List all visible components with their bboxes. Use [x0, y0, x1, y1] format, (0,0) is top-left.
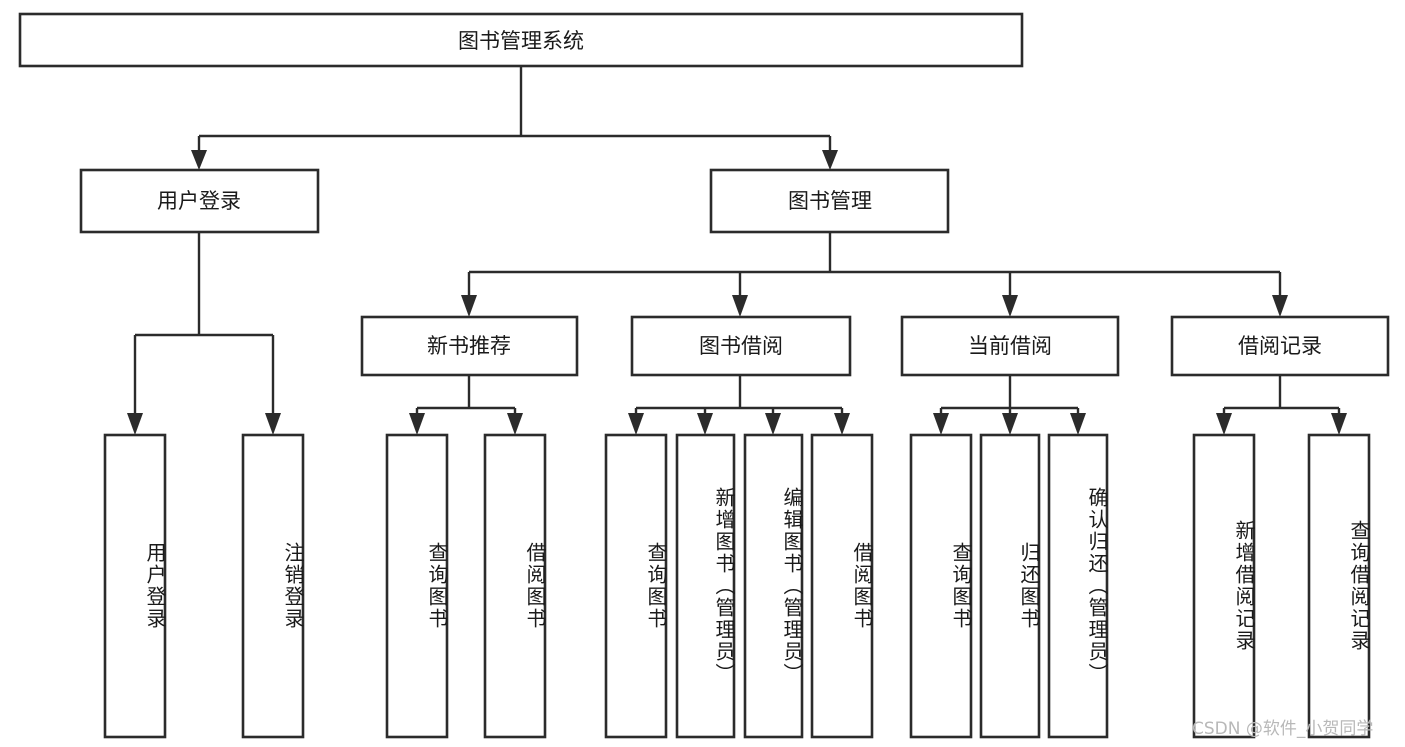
- connector-layer: [127, 66, 1347, 435]
- node-current-borrow-box[interactable]: [900, 315, 1120, 377]
- node-book-borrow-label: 图书借阅: [699, 334, 783, 358]
- node-layer: 图书管理系统 用户登录 图书管理 新书推荐 图书借阅 当前借阅 借阅记录: [18, 12, 1390, 739]
- node-book-mgmt-box[interactable]: [709, 168, 950, 234]
- arrow-head-book-borrow: [732, 295, 748, 317]
- leaf-box-current-borrow-3[interactable]: [1047, 433, 1109, 739]
- node-root-box[interactable]: [18, 12, 1024, 68]
- leaf-box-book-borrow-3[interactable]: [743, 433, 804, 739]
- node-user-login-box[interactable]: [79, 168, 320, 234]
- arrow-head-leaf-current-borrow-3: [1070, 413, 1086, 435]
- node-new-book-box[interactable]: [360, 315, 579, 377]
- csdn-watermark: CSDN @软件_小贺同学: [1192, 719, 1374, 739]
- leaf-box-new-book-1[interactable]: [385, 433, 449, 739]
- leaf-box-current-borrow-2[interactable]: [979, 433, 1041, 739]
- arrow-head-leaf-current-borrow-2: [1002, 413, 1018, 435]
- arrow-head-leaf-book-borrow-4: [834, 413, 850, 435]
- node-book-mgmt-label: 图书管理: [788, 189, 872, 213]
- arrow-head-leaf-new-book-1: [409, 413, 425, 435]
- leaf-box-book-borrow-2[interactable]: [675, 433, 736, 739]
- arrow-head-current-borrow: [1002, 295, 1018, 317]
- arrow-head-leaf-book-borrow-1: [628, 413, 644, 435]
- leaf-box-book-borrow-1[interactable]: [604, 433, 668, 739]
- leaf-box-current-borrow-1[interactable]: [909, 433, 973, 739]
- leaf-box-user-login-1[interactable]: [103, 433, 167, 739]
- arrow-head-leaf-user-login-1: [127, 413, 143, 435]
- leaf-box-book-borrow-4[interactable]: [810, 433, 874, 739]
- node-user-login-label: 用户登录: [157, 189, 241, 213]
- arrow-head-borrow-record: [1272, 295, 1288, 317]
- arrow-head-leaf-new-book-2: [507, 413, 523, 435]
- node-current-borrow-label: 当前借阅: [968, 334, 1052, 358]
- arrow-head-leaf-user-login-2: [265, 413, 281, 435]
- node-book-borrow-box[interactable]: [630, 315, 852, 377]
- node-borrow-record-label: 借阅记录: [1238, 334, 1322, 358]
- arrow-head-leaf-book-borrow-3: [765, 413, 781, 435]
- arrow-head-leaf-borrow-record-2: [1331, 413, 1347, 435]
- arrow-head-user-login: [191, 150, 207, 170]
- arrow-head-leaf-borrow-record-1: [1216, 413, 1232, 435]
- node-new-book-label: 新书推荐: [427, 334, 511, 358]
- leaf-box-borrow-record-1[interactable]: [1192, 433, 1256, 739]
- node-borrow-record-box[interactable]: [1170, 315, 1390, 377]
- arrow-head-new-book: [461, 295, 477, 317]
- leaf-box-user-login-2[interactable]: [241, 433, 305, 739]
- arrow-head-book-mgmt: [822, 150, 838, 170]
- node-root-label: 图书管理系统: [458, 29, 584, 53]
- arrow-head-leaf-book-borrow-2: [697, 413, 713, 435]
- arrow-head-leaf-current-borrow-1: [933, 413, 949, 435]
- leaf-box-borrow-record-2[interactable]: [1307, 433, 1371, 739]
- leaf-box-new-book-2[interactable]: [483, 433, 547, 739]
